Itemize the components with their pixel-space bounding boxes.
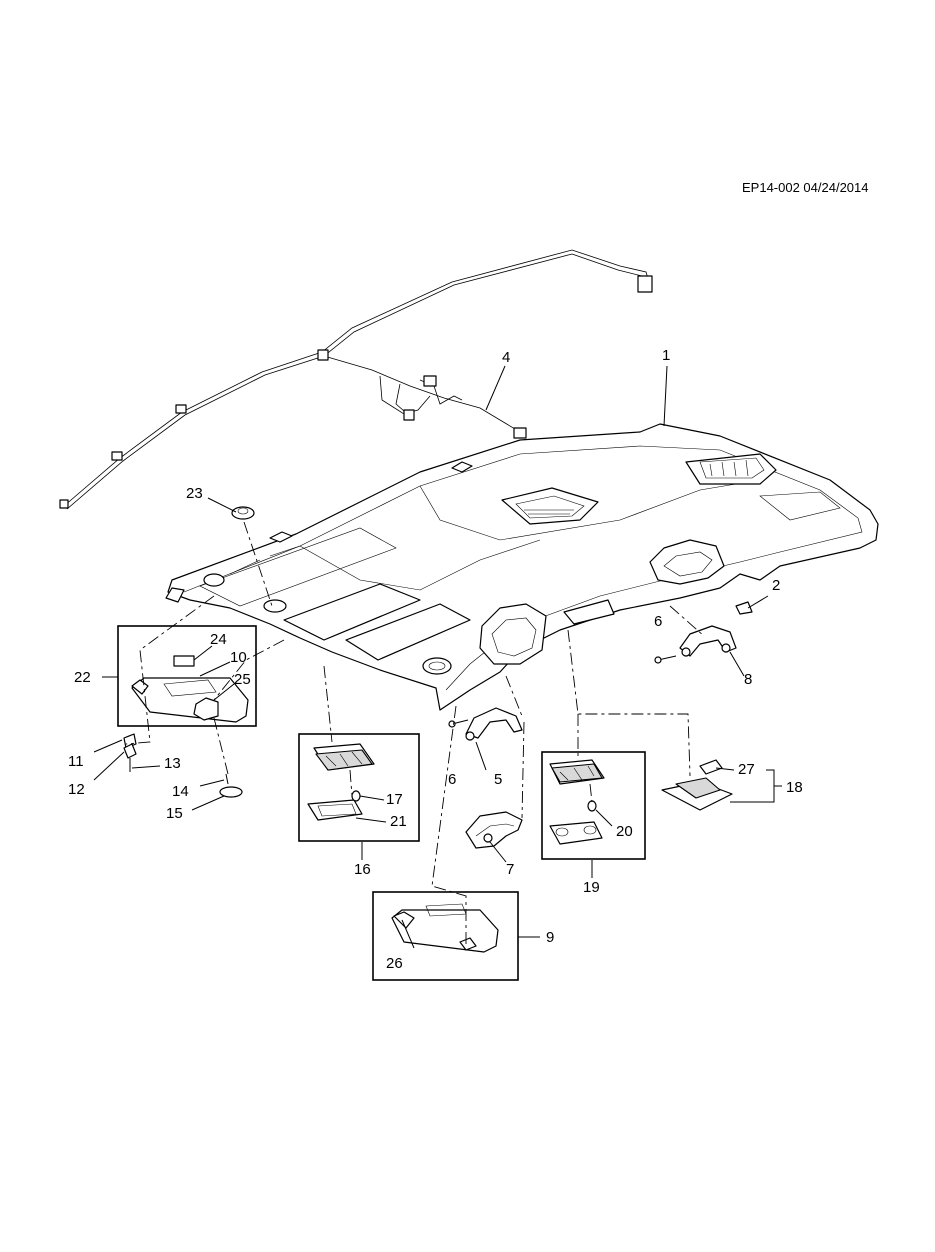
callout-22: 22 bbox=[74, 669, 91, 686]
callout-16: 16 bbox=[354, 861, 371, 878]
clip-12 bbox=[123, 743, 137, 759]
callout-25: 25 bbox=[234, 671, 251, 688]
callout-23: 23 bbox=[186, 485, 203, 502]
leader-lines bbox=[93, 365, 782, 949]
callouts: 1 2 4 6 8 23 24 10 25 22 11 12 13 14 15 … bbox=[68, 347, 803, 972]
screw-6a bbox=[654, 655, 677, 664]
lamp-18 bbox=[661, 759, 733, 811]
callout-10: 10 bbox=[230, 649, 247, 666]
assist-handle-8 bbox=[679, 625, 737, 657]
callout-6-left: 6 bbox=[448, 771, 456, 788]
callout-24: 24 bbox=[210, 631, 227, 648]
plug-part-23 bbox=[231, 506, 255, 520]
assist-handle-5 bbox=[465, 707, 523, 741]
callout-8: 8 bbox=[744, 671, 752, 688]
screw-6b bbox=[448, 719, 469, 728]
callout-7: 7 bbox=[506, 861, 514, 878]
cap-15 bbox=[219, 786, 243, 798]
handle-7 bbox=[465, 811, 523, 849]
diagram-reference: EP14-002 04/24/2014 bbox=[742, 180, 869, 195]
screw-14 bbox=[225, 773, 229, 785]
callout-9: 9 bbox=[546, 929, 554, 946]
callout-15: 15 bbox=[166, 805, 183, 822]
dome-lamp-16 bbox=[307, 743, 375, 821]
callout-1: 1 bbox=[662, 347, 670, 364]
box-9 bbox=[372, 891, 519, 981]
callout-6-right: 6 bbox=[654, 613, 662, 630]
callout-27: 27 bbox=[738, 761, 755, 778]
callout-17: 17 bbox=[386, 791, 403, 808]
callout-2: 2 bbox=[772, 577, 780, 594]
sun-visor-left bbox=[131, 655, 249, 723]
connection-lines bbox=[125, 521, 705, 946]
callout-12: 12 bbox=[68, 781, 85, 798]
callout-4: 4 bbox=[502, 349, 510, 366]
clip-part-2 bbox=[735, 601, 753, 615]
callout-13: 13 bbox=[164, 755, 181, 772]
headliner-panel bbox=[165, 423, 879, 711]
box-22 bbox=[117, 625, 257, 727]
callout-19: 19 bbox=[583, 879, 600, 896]
box-16 bbox=[298, 733, 420, 842]
callout-14: 14 bbox=[172, 783, 189, 800]
sun-visor-right bbox=[391, 903, 499, 953]
callout-26: 26 bbox=[386, 955, 403, 972]
bracket-11 bbox=[123, 733, 137, 749]
callout-18: 18 bbox=[786, 779, 803, 796]
dome-lamp-19 bbox=[549, 759, 605, 845]
callout-20: 20 bbox=[616, 823, 633, 840]
wiring-harness bbox=[59, 249, 653, 510]
callout-11: 11 bbox=[68, 753, 84, 770]
callout-5: 5 bbox=[494, 771, 502, 788]
callout-21: 21 bbox=[390, 813, 407, 830]
box-19 bbox=[541, 751, 646, 860]
